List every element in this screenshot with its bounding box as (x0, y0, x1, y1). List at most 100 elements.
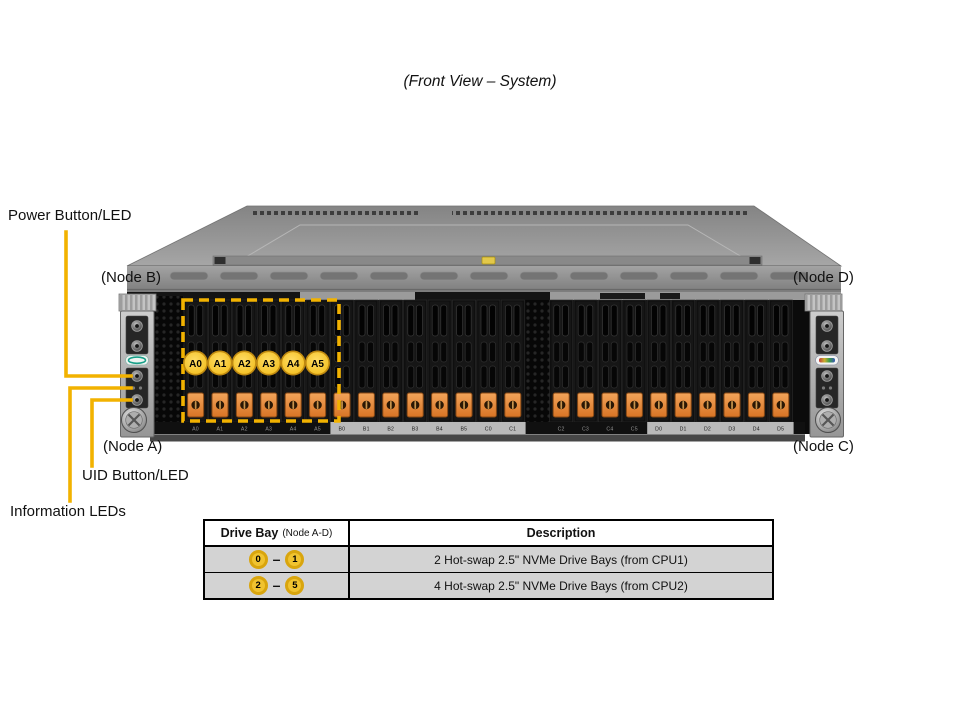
drive-bay-c0 (476, 299, 501, 423)
range-dash: – (272, 576, 281, 593)
bay-label: C0 (485, 427, 492, 433)
callout-uid-button: UID Button/LED (82, 467, 189, 484)
power-button-led (131, 370, 143, 382)
bay-label: B3 (412, 427, 419, 433)
brand-logo-right (815, 355, 839, 366)
header-node-range-label: (Node A-D) (282, 527, 333, 539)
drive-circle-label: A0 (189, 359, 202, 370)
drive-bay-d3 (719, 299, 745, 423)
callout-lines (64, 230, 133, 503)
recess-end-cap (749, 257, 761, 264)
bay-label: A5 (314, 427, 321, 433)
bay-label: A0 (192, 427, 199, 433)
drive-circle-label: A4 (287, 359, 300, 370)
information-led (828, 386, 833, 390)
drive-circle-a0 (183, 350, 209, 376)
highlight-box-node-a-drives (181, 298, 341, 423)
bay-label: D2 (704, 427, 711, 433)
node-c-power-button (821, 370, 833, 382)
chassis-lid (126, 205, 843, 267)
node-b-button-top (131, 320, 143, 332)
bay-label: A3 (265, 427, 272, 433)
bay-label: A2 (241, 427, 248, 433)
callout-information-leds: Information LEDs (10, 503, 126, 520)
drive-bay-c4 (597, 299, 623, 423)
drive-bay-b2 (378, 299, 403, 423)
warning-sticker (481, 256, 496, 265)
drive-circle-label: A3 (262, 359, 275, 370)
lid-vent-perforations (250, 209, 420, 215)
bay-label: D3 (728, 427, 735, 433)
uid-connector-line (90, 398, 133, 468)
bevel-vent-slots (169, 271, 809, 281)
bay-label: D0 (655, 427, 662, 433)
bay-label: C2 (558, 427, 565, 433)
drive-bay-row (183, 299, 793, 423)
drive-circle-label: A1 (214, 359, 227, 370)
figure-title: (Front View – System) (403, 73, 557, 90)
node-c-uid-button (821, 394, 833, 406)
node-b-button-bottom (131, 340, 143, 352)
drive-bay-d0 (646, 299, 671, 423)
drive-bay-b5 (451, 299, 477, 423)
drive-bay-d5 (768, 299, 793, 423)
front-mesh-panel (152, 296, 184, 434)
drive-bay-b0 (329, 299, 355, 423)
bay-label: B2 (387, 427, 394, 433)
bay-label: C5 (631, 427, 638, 433)
bay-label: D4 (753, 427, 760, 433)
chassis-front-face: A0 A1 A2 A3 A4 A5 B0 B1 B2 B3 B4 B5 C0 C… (127, 292, 841, 442)
drive-bay-table: Drive Bay (Node A-D) Description 0 – 1 2… (203, 519, 774, 600)
bay-number-badge: 0 (248, 550, 268, 569)
header-drive-bay-label: Drive Bay (220, 526, 279, 540)
chassis-base-lip (150, 434, 805, 442)
bay-label: A1 (217, 427, 224, 433)
drive-circle-a2 (231, 350, 257, 376)
bay-description: 2 Hot-swap 2.5" NVMe Drive Bays (from CP… (434, 552, 688, 567)
bay-label: D5 (777, 427, 784, 433)
left-control-panel (118, 293, 157, 438)
callout-node-b: (Node B) (101, 269, 162, 286)
node-d-button-bottom (821, 340, 833, 352)
information-led (821, 386, 826, 390)
callout-power-button: Power Button/LED (8, 207, 132, 224)
bay-number-badge: 5 (285, 576, 305, 595)
table-header-description: Description (526, 526, 596, 540)
thumbscrew-right (814, 406, 842, 434)
drive-bay-b3 (403, 299, 428, 423)
power-connector-line (64, 230, 133, 378)
bay-number-badge: 2 (248, 576, 268, 595)
brand-logo-left (125, 355, 149, 366)
info-leds-connector-line (68, 386, 133, 503)
callout-node-a: (Node A) (103, 438, 163, 455)
bay-label: B1 (363, 427, 370, 433)
bay-range-cell: 0 – 1 (205, 547, 350, 572)
callout-node-c: (Node C) (793, 438, 854, 455)
bay-range-cell: 2 – 5 (205, 573, 350, 598)
blank-bay-gap (525, 300, 550, 422)
drive-bay-d2 (695, 299, 720, 423)
ear-grip-ridges (806, 295, 841, 310)
table-header-row: Drive Bay (Node A-D) Description (205, 521, 772, 547)
bay-label: C4 (606, 427, 613, 433)
drive-bay-c1 (500, 299, 525, 423)
drive-bay-c2 (549, 299, 574, 423)
table-row-cpu2: 2 – 5 4 Hot-swap 2.5" NVMe Drive Bays (f… (205, 573, 772, 598)
bay-label: B5 (461, 427, 468, 433)
bay-label: D1 (680, 427, 687, 433)
bay-label: C1 (509, 427, 516, 433)
bay-label: A4 (290, 427, 297, 433)
node-d-button-top (821, 320, 833, 332)
drive-bay-d4 (744, 299, 769, 423)
drive-bay-b1 (354, 299, 379, 423)
drive-circle-label: A2 (238, 359, 251, 370)
drive-circle-a5 (304, 350, 330, 376)
bay-label-strip: A0 A1 A2 A3 A4 A5 B0 B1 B2 B3 B4 B5 C0 C… (150, 422, 805, 434)
drive-circle-a4 (280, 350, 306, 376)
bay-description: 4 Hot-swap 2.5" NVMe Drive Bays (from CP… (434, 578, 688, 593)
bay-label: B0 (339, 427, 346, 433)
drive-circle-a3 (256, 350, 282, 376)
range-dash: – (272, 550, 281, 567)
